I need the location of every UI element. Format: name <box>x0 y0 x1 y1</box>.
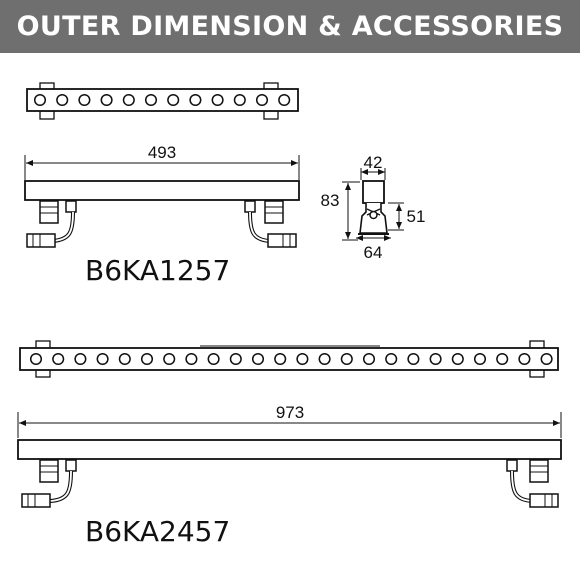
cable-gland <box>65 459 77 472</box>
cable-plug <box>21 493 51 508</box>
led-lens <box>140 352 154 366</box>
led-lens <box>407 352 420 366</box>
led-lens <box>144 93 158 107</box>
section-title-banner: OUTER DIMENSION & ACCESSORIES <box>0 0 580 53</box>
cable-gland <box>65 200 77 213</box>
b6ka2457-top-view <box>19 340 559 378</box>
led-lens <box>74 352 87 366</box>
light-bar-body <box>24 180 300 201</box>
led-lens <box>278 93 291 107</box>
mounting-clip <box>263 110 279 120</box>
led-lens <box>100 93 113 107</box>
led-lens <box>52 352 65 366</box>
led-lens <box>118 352 131 366</box>
fixture-profile <box>362 180 385 204</box>
led-lens <box>496 352 509 366</box>
led-lens <box>540 352 553 366</box>
led-lens <box>251 352 265 366</box>
connector-housing <box>39 459 59 483</box>
led-lens <box>122 93 135 107</box>
model-label: B6KA2457 <box>85 515 230 548</box>
led-row <box>29 352 553 366</box>
length-label: 973 <box>276 403 304 422</box>
led-lens <box>56 93 69 107</box>
led-lens <box>167 93 180 107</box>
led-lens <box>211 93 224 107</box>
led-lens <box>229 352 242 366</box>
led-lens <box>255 93 269 107</box>
led-lens <box>473 352 487 366</box>
model-label: B6KA1257 <box>85 254 230 287</box>
pivot-screw <box>369 210 378 220</box>
led-lens <box>340 352 353 366</box>
b6ka2457-front-view: 973 B6KA2457 <box>17 403 562 548</box>
cable-plug <box>529 493 559 508</box>
led-lens <box>274 352 287 366</box>
cable <box>510 470 533 503</box>
led-lens <box>318 352 331 366</box>
led-lens <box>33 93 47 107</box>
led-lens <box>429 352 442 366</box>
led-row <box>33 93 291 107</box>
height-label: 83 <box>321 191 340 210</box>
led-lens <box>189 93 202 107</box>
light-bar-body <box>26 88 299 112</box>
led-lens <box>207 352 220 366</box>
mounting-clip <box>39 110 55 120</box>
length-label: 493 <box>148 143 176 162</box>
led-lens <box>362 352 376 366</box>
led-lens <box>385 352 398 366</box>
cable-gland <box>506 459 518 472</box>
connector-housing <box>39 200 59 224</box>
connector-housing <box>264 200 284 224</box>
light-bar-body <box>19 347 559 371</box>
connector-housing <box>529 459 549 483</box>
led-lens <box>296 352 309 366</box>
bracket-height-label: 51 <box>407 207 426 226</box>
led-lens <box>78 93 91 107</box>
led-lens <box>96 352 109 366</box>
side-view: 42 83 51 64 <box>321 153 426 262</box>
b6ka1257-top-view <box>26 82 299 120</box>
cable-plug <box>267 233 297 248</box>
width-top-label: 42 <box>364 153 383 172</box>
led-lens <box>185 352 198 366</box>
led-lens <box>518 352 531 366</box>
light-bar-body <box>17 439 562 460</box>
led-lens <box>233 93 246 107</box>
width-bottom-label: 64 <box>364 243 383 262</box>
b6ka1257-front-view: 493 B6KA1257 <box>24 143 300 287</box>
cable-plug <box>26 233 56 248</box>
led-lens <box>163 352 176 366</box>
section-title: OUTER DIMENSION & ACCESSORIES <box>16 11 564 42</box>
led-lens <box>29 352 43 366</box>
led-lens <box>451 352 464 366</box>
cable-gland <box>244 200 256 213</box>
